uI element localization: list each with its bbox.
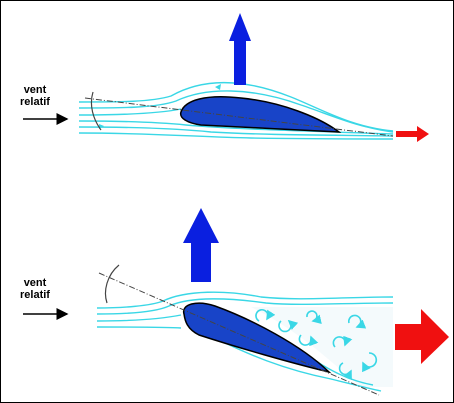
top-panel bbox=[23, 13, 429, 142]
wind-label-line1: vent bbox=[23, 277, 47, 289]
lift-arrow-icon bbox=[183, 208, 219, 282]
airfoil-top bbox=[179, 96, 342, 133]
bottom-panel bbox=[23, 208, 449, 396]
wind-label-line2: relatif bbox=[20, 96, 50, 108]
wind-label-bottom: vent relatif bbox=[15, 277, 55, 301]
wind-label-line2: relatif bbox=[20, 289, 50, 301]
wind-label-line1: vent bbox=[23, 84, 47, 96]
wind-label-top: vent relatif bbox=[15, 84, 55, 108]
airfoil-bottom bbox=[182, 302, 332, 374]
flow-marker bbox=[215, 84, 221, 90]
chord-line-bottom bbox=[98, 272, 380, 396]
angle-arc-top bbox=[90, 91, 102, 131]
lift-arrow-icon bbox=[229, 13, 251, 85]
flow-marker bbox=[99, 124, 104, 129]
vortex-icon bbox=[255, 308, 378, 381]
drag-arrow-icon bbox=[395, 309, 449, 364]
angle-arc-bottom bbox=[104, 264, 120, 304]
drag-arrow-icon bbox=[396, 126, 429, 142]
chord-line-top bbox=[84, 97, 394, 137]
streamlines-top bbox=[78, 81, 394, 140]
